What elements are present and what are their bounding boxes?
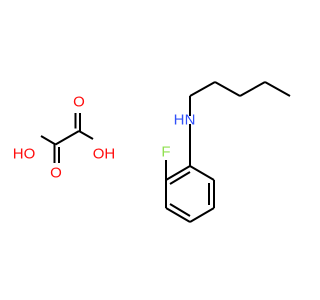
bond-c-oh-right (78, 130, 94, 140)
hydroxyl-left-label: HO (13, 146, 36, 163)
carbonyl-oxygen-top-label: O (73, 94, 85, 111)
carbonyl-oxygen-bottom-label: O (50, 165, 62, 182)
bond-ring-6-inner (169, 171, 191, 185)
bond-ring-1 (189, 165, 215, 181)
bond-chain-1 (264, 81, 291, 97)
bond-chain-4 (189, 81, 216, 97)
bond-ring-3 (189, 207, 215, 223)
amine-molecule: N H F (161, 81, 291, 223)
structure-canvas: HO OH O O N H F (13, 81, 291, 223)
bond-ring-6 (165, 165, 191, 181)
bond-ring-4 (165, 207, 191, 223)
nitrogen-hydrogen-label: H (174, 112, 185, 129)
bond-c-oh-left (40, 135, 57, 146)
bond-c-c (55, 130, 80, 146)
oxalic-acid-molecule: HO OH O O (13, 94, 116, 182)
nitrogen-label: N (185, 112, 196, 129)
bond-chain-3 (214, 81, 241, 97)
bond-chain-2 (239, 81, 266, 97)
bond-ring-4-inner (169, 203, 191, 217)
fluorine-label: F (161, 144, 170, 161)
hydroxyl-right-label: OH (93, 146, 116, 163)
